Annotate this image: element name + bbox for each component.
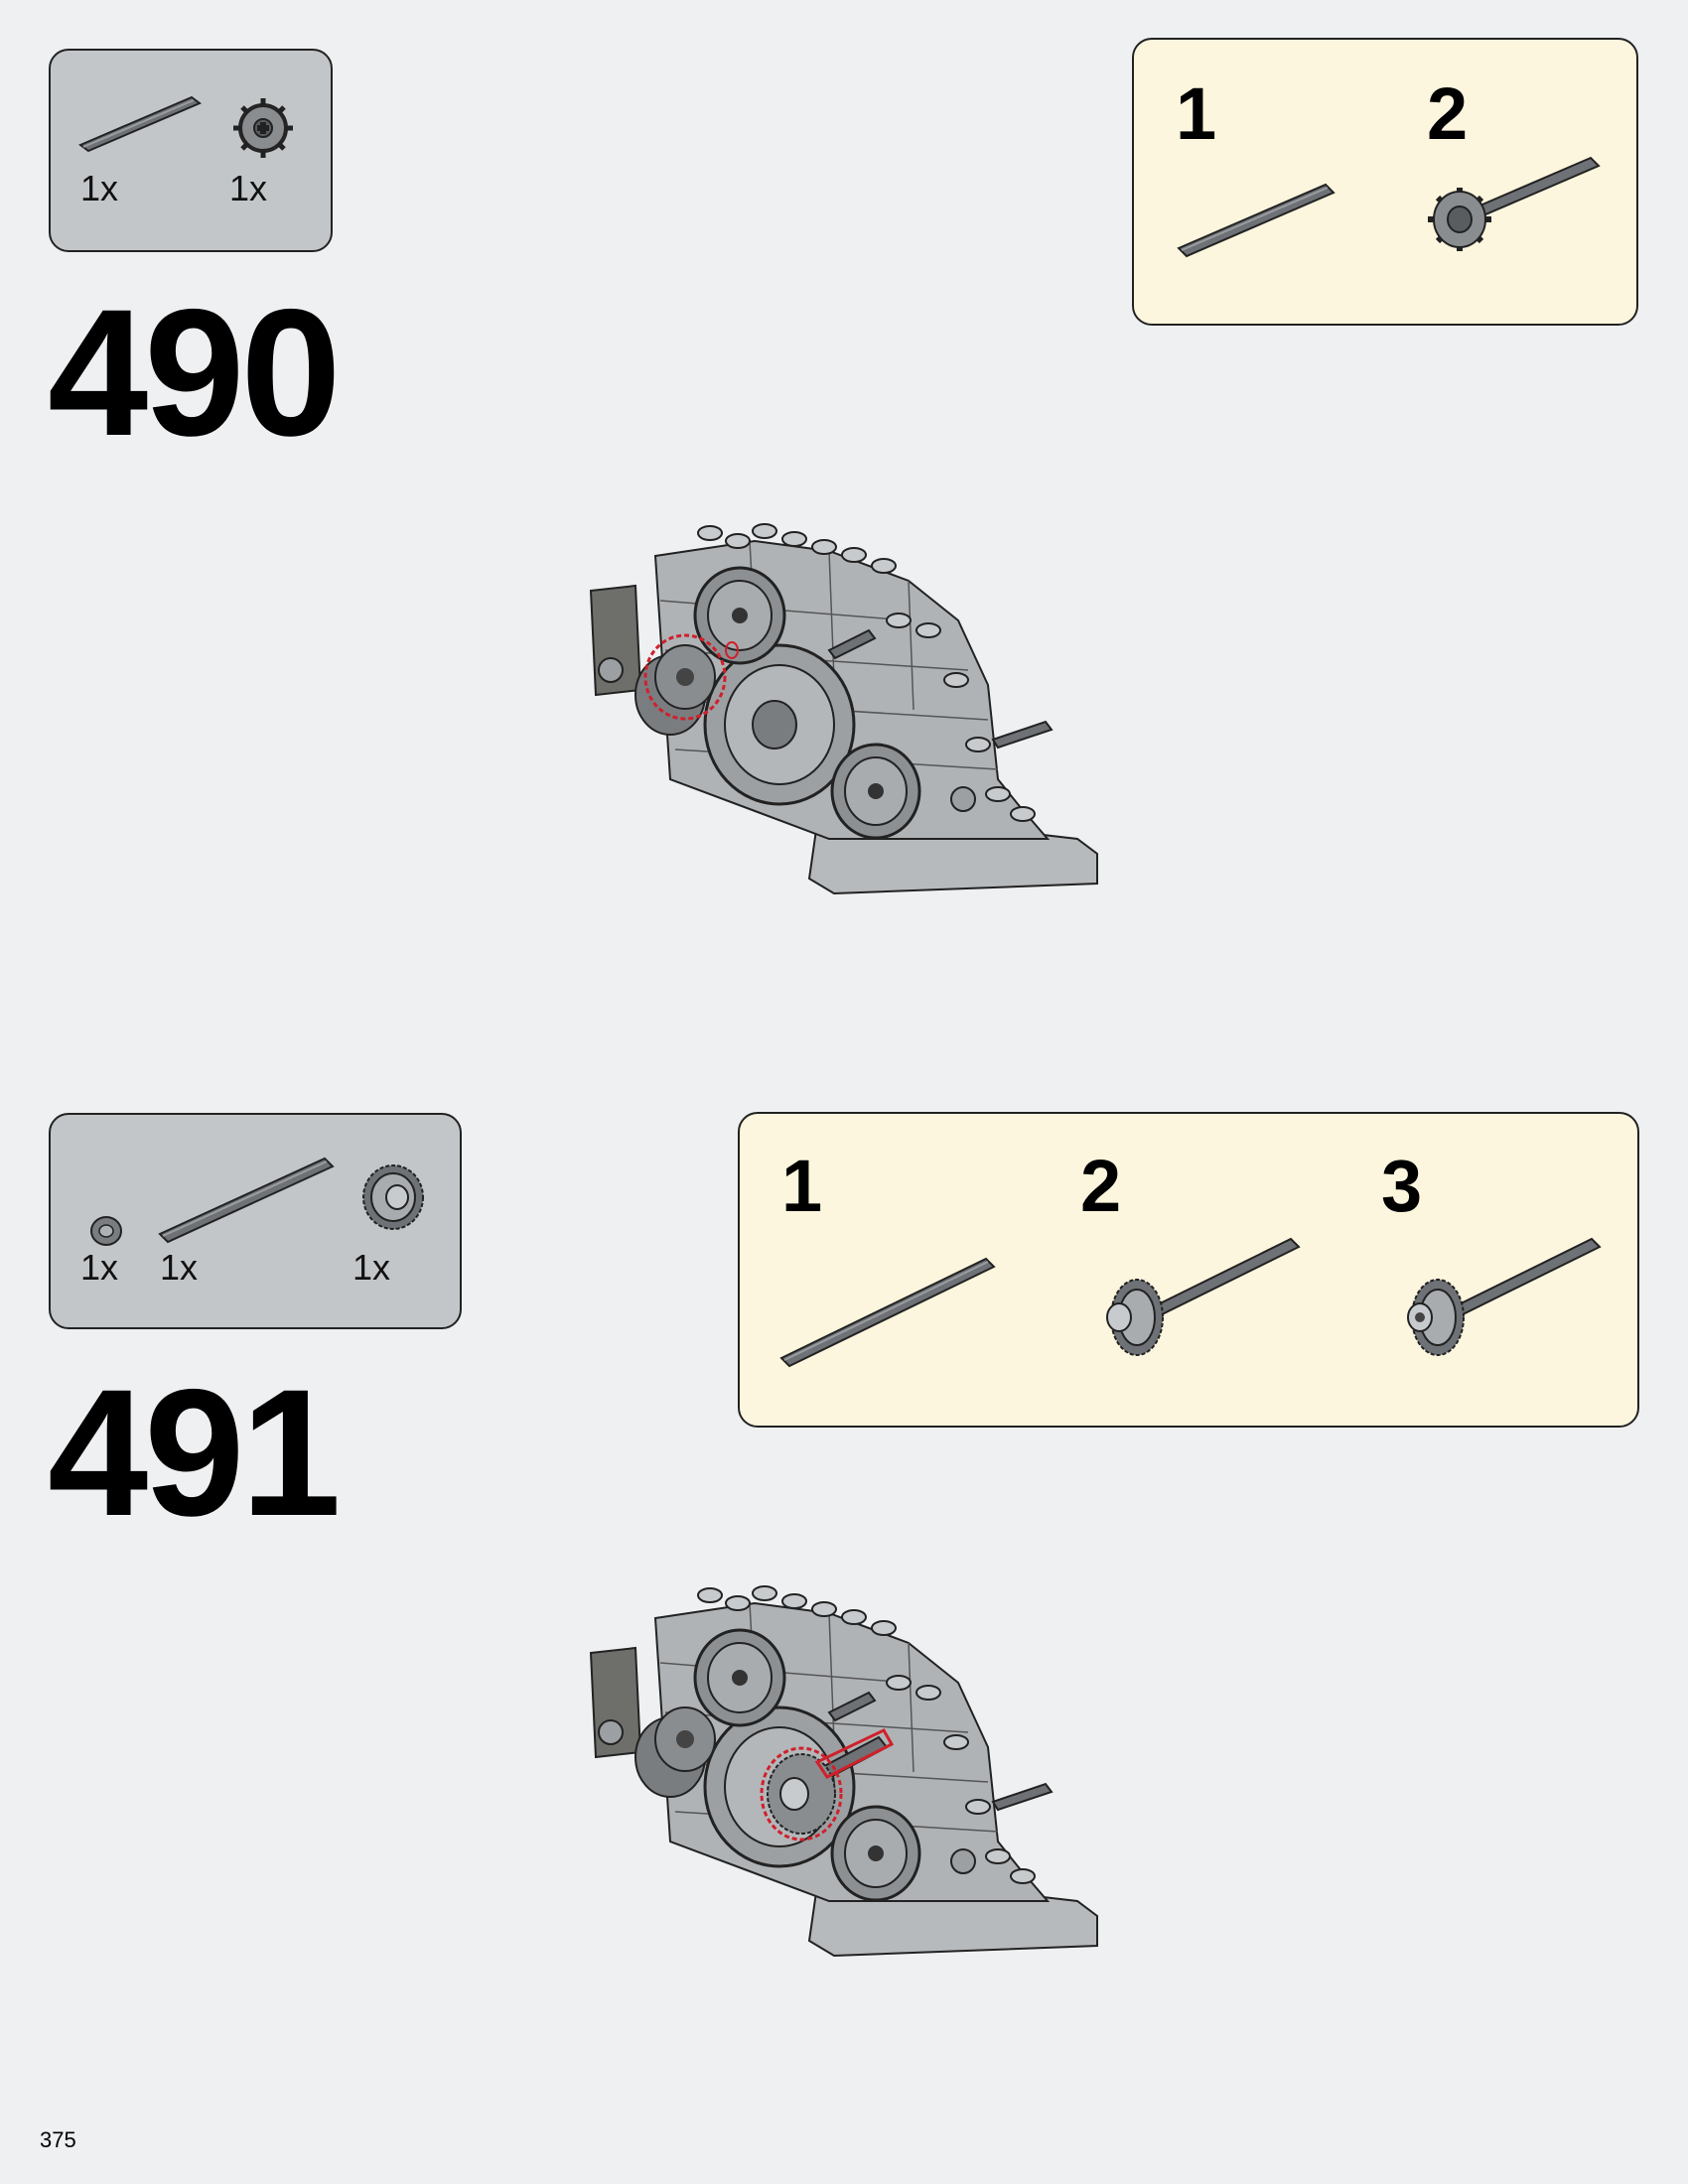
gear-16-tooth-icon <box>233 98 293 158</box>
subassembly-491: 1 2 3 <box>738 1112 1639 1428</box>
model-assembly-491 <box>589 1585 1098 1958</box>
part-qty-491-2: 1x <box>160 1247 199 1288</box>
substep-491-1: 1 <box>781 1145 823 1227</box>
bevel-gear-on-axle-icon <box>1407 1237 1602 1356</box>
bush-icon <box>90 1216 122 1246</box>
step-number-491: 491 <box>48 1351 342 1554</box>
subassembly-490: 1 2 <box>1132 38 1638 326</box>
parts-list-491: 1x 1x 1x <box>49 1113 462 1329</box>
part-qty-491-3: 1x <box>352 1247 391 1288</box>
highlight-bevel-gear <box>760 1728 895 1842</box>
model-assembly-490 <box>589 523 1098 895</box>
substep-491-2: 2 <box>1080 1145 1122 1227</box>
bevel-gear-on-axle-icon <box>1106 1237 1301 1356</box>
substep-491-3: 3 <box>1381 1145 1423 1227</box>
substep-490-1: 1 <box>1176 72 1217 155</box>
substep-490-2: 2 <box>1427 72 1469 155</box>
part-qty-490-2: 1x <box>229 168 268 208</box>
long-axle-icon <box>158 1157 335 1244</box>
gear-on-axle-icon <box>1428 156 1601 251</box>
part-qty-490-1: 1x <box>80 168 119 208</box>
bevel-gear-icon <box>362 1164 424 1230</box>
parts-list-490: 1x 1x <box>49 49 333 252</box>
axle-icon <box>1177 183 1336 258</box>
highlight-gear <box>643 633 727 721</box>
page-number: 375 <box>40 2127 76 2152</box>
long-axle-icon <box>779 1257 996 1368</box>
step-number-490: 490 <box>48 271 342 474</box>
part-qty-491-1: 1x <box>80 1247 119 1288</box>
axle-icon <box>78 95 202 153</box>
